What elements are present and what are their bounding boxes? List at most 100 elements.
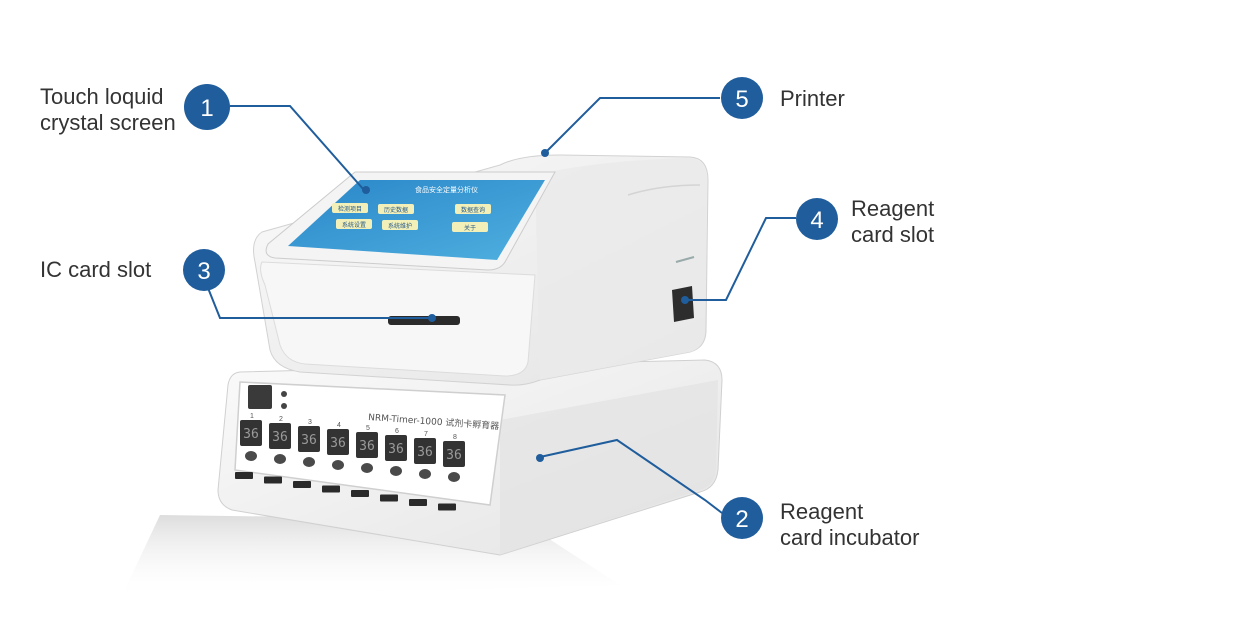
slot-card-opening[interactable] — [322, 485, 340, 493]
screen-menu-button[interactable] — [452, 222, 488, 232]
slot-number: 5 — [366, 425, 370, 432]
callout-label-1: Touch loquid crystal screen — [40, 84, 176, 136]
incubator-slot: 7 36 — [409, 431, 436, 506]
slot-button[interactable] — [274, 454, 286, 464]
slot-display-value: 36 — [301, 433, 317, 448]
reagent-card-slot[interactable] — [672, 286, 694, 322]
callout-badge-1: 1 — [184, 84, 230, 130]
slot-number: 7 — [424, 431, 428, 438]
incubator-slot: 2 36 — [264, 416, 291, 484]
leader-endpoints — [362, 149, 689, 462]
callout-label-5: Printer — [780, 86, 845, 112]
screen-menu-label: 历史数据 — [384, 206, 408, 214]
slot-number: 4 — [337, 422, 341, 429]
slot-card-opening[interactable] — [380, 494, 398, 502]
slot-display — [385, 435, 407, 461]
leader-line-2 — [539, 438, 723, 514]
slot-card-opening[interactable] — [351, 490, 369, 497]
callout-label-3: IC card slot — [40, 257, 151, 283]
callout-badge-4: 4 — [796, 198, 838, 240]
slot-number: 1 — [250, 413, 254, 420]
screen-menu-button[interactable] — [378, 204, 414, 214]
leader-line-1 — [230, 105, 365, 191]
slot-display — [327, 429, 349, 455]
incubator-slot: 3 36 — [293, 419, 320, 488]
slot-card-opening[interactable] — [409, 499, 427, 506]
slot-button[interactable] — [448, 472, 460, 482]
slot-number: 6 — [395, 428, 399, 435]
slot-number: 8 — [453, 434, 457, 441]
incubator-main-display — [248, 385, 272, 409]
printer-seam — [627, 184, 701, 196]
slot-display-value: 36 — [330, 436, 346, 451]
slot-number: 2 — [279, 416, 283, 423]
callout-number: 4 — [810, 207, 823, 234]
indicator-light — [281, 403, 287, 409]
callout-number: 2 — [735, 506, 748, 533]
leader-line-4 — [685, 217, 796, 301]
slot-button[interactable] — [419, 469, 431, 479]
callout-number: 1 — [200, 95, 213, 122]
label-line: Touch loquid — [40, 84, 164, 109]
incubator-base: NRM-Timer-1000 试剂卡孵育器 136236336436536636… — [217, 359, 723, 556]
incubator-slot: 6 36 — [380, 428, 407, 502]
leader-dot — [681, 296, 689, 304]
label-line: Reagent — [780, 499, 864, 524]
analyzer-unit: 食品安全定量分析仪 检测项目历史数据数据查询系统设置系统维护关于 — [253, 154, 709, 386]
label-line: Printer — [780, 86, 845, 111]
screen-menu-button[interactable] — [332, 203, 368, 213]
screen-menu-button[interactable] — [455, 204, 491, 214]
callout-badge-3: 3 — [183, 249, 225, 291]
leader-line-5 — [545, 97, 720, 153]
screen-title: 食品安全定量分析仪 — [415, 185, 478, 194]
incubator-slot: 1 36 — [235, 413, 262, 479]
incubator-slot: 4 36 — [322, 422, 349, 493]
slot-number: 3 — [308, 419, 312, 426]
label-line: IC card slot — [40, 257, 152, 282]
slot-display — [240, 420, 262, 446]
slot-display-value: 36 — [417, 445, 433, 460]
slot-display — [414, 438, 436, 464]
leader-lines — [207, 97, 796, 514]
slot-button[interactable] — [390, 466, 402, 476]
label-line: card slot — [851, 222, 935, 247]
screen-menu-label: 系统维护 — [388, 222, 412, 230]
analyzer-side-panel — [535, 158, 707, 380]
screen-menu-button[interactable] — [382, 220, 418, 230]
slot-button[interactable] — [245, 451, 257, 461]
slot-card-opening[interactable] — [293, 481, 311, 488]
slot-display-value: 36 — [243, 427, 259, 442]
screen-menu-label: 数据查询 — [461, 206, 485, 214]
slot-display-value: 36 — [359, 439, 375, 454]
slot-display-value: 36 — [388, 442, 404, 457]
label-line: Reagent — [851, 196, 935, 221]
slot-button[interactable] — [332, 460, 344, 470]
slot-display — [298, 426, 320, 452]
indicator-light — [281, 391, 287, 397]
screen-menu-label: 关于 — [464, 224, 476, 232]
slot-card-opening[interactable] — [235, 472, 253, 479]
slot-button[interactable] — [303, 457, 315, 467]
label-line: crystal screen — [40, 110, 176, 135]
callout-label-2: Reagent card incubator — [780, 499, 919, 551]
incubator-side — [500, 380, 718, 555]
screen-buttons: 检测项目历史数据数据查询系统设置系统维护关于 — [332, 203, 491, 232]
slot-card-opening[interactable] — [438, 503, 456, 511]
callout-badge-5: 5 — [721, 77, 763, 119]
callout-number: 3 — [197, 258, 210, 285]
callout-badge-2: 2 — [721, 497, 763, 539]
slot-card-opening[interactable] — [264, 476, 282, 484]
leader-dot — [541, 149, 549, 157]
touch-screen[interactable] — [288, 180, 545, 260]
incubator-slots: 1 36 2 36 3 36 4 36 5 36 6 36 7 36 836 — [235, 413, 465, 511]
callout-label-4: Reagent card slot — [851, 196, 934, 248]
slot-display — [443, 441, 465, 467]
screen-menu-button[interactable] — [336, 219, 372, 229]
slot-display-value: 36 — [272, 430, 288, 445]
slot-display — [356, 432, 378, 458]
callout-number: 5 — [735, 86, 748, 113]
leader-dot — [536, 454, 544, 462]
slot-button[interactable] — [361, 463, 373, 473]
incubator-slot: 836 — [438, 434, 465, 511]
